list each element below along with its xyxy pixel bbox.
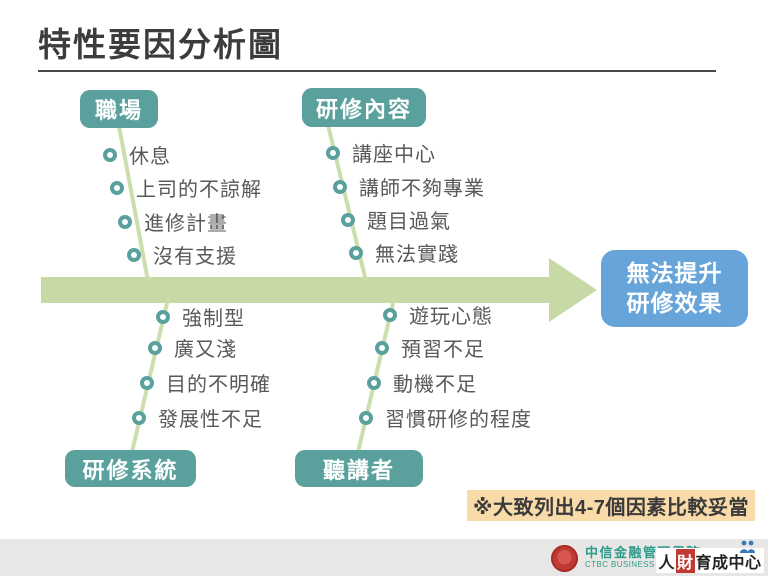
cause-item: 強制型 <box>182 307 245 330</box>
cause-item: 習慣研修的程度 <box>385 408 532 431</box>
category-box-audience: 聽講者 <box>295 450 423 487</box>
cause-item: 講師不夠專業 <box>359 177 485 200</box>
cause-marker-icon <box>326 146 340 160</box>
cause-item: 沒有支援 <box>153 245 237 268</box>
effect-box: 無法提升 研修效果 <box>601 250 748 327</box>
cause-item: 遊玩心態 <box>409 305 493 328</box>
cause-item: 題目過氣 <box>367 210 451 233</box>
note-box: ※大致列出4-7個因素比較妥當 <box>467 490 755 521</box>
cause-marker-icon <box>132 411 146 425</box>
cause-marker-icon <box>110 181 124 195</box>
cause-marker-icon <box>359 411 373 425</box>
cause-item: 休息 <box>129 145 171 168</box>
center-name-part1: 人 <box>658 554 675 572</box>
effect-line2: 研修效果 <box>626 289 723 316</box>
title-underline <box>38 70 716 72</box>
cause-marker-icon <box>156 310 170 324</box>
branch-line-system <box>130 298 170 453</box>
ctbc-logo-icon <box>551 545 578 572</box>
people-icon <box>740 540 755 553</box>
branch-line-workplace <box>117 125 150 282</box>
cause-marker-icon <box>349 246 363 260</box>
cause-marker-icon <box>383 308 397 322</box>
cause-item: 廣又淺 <box>174 338 237 361</box>
effect-line1: 無法提升 <box>626 259 723 286</box>
branch-line-audience <box>356 298 396 453</box>
center-name-part3: 育成中心 <box>695 554 762 572</box>
footer-bar <box>0 539 768 576</box>
school-name-en: CTBC BUSINESS SCHOOL <box>585 560 694 569</box>
cause-marker-icon <box>127 248 141 262</box>
cause-marker-icon <box>375 341 389 355</box>
cause-marker-icon <box>333 180 347 194</box>
cause-item: 上司的不諒解 <box>136 178 262 201</box>
cause-marker-icon <box>341 213 355 227</box>
spine-arrow-icon <box>41 258 597 322</box>
center-name: 人財育成中心 <box>656 548 764 573</box>
cause-item: 動機不足 <box>393 373 477 396</box>
cause-marker-icon <box>148 341 162 355</box>
cause-item: 發展性不足 <box>158 408 263 431</box>
category-box-workplace: 職場 <box>80 90 158 128</box>
cause-marker-icon <box>103 148 117 162</box>
category-box-system: 研修系統 <box>65 450 196 487</box>
cause-marker-icon <box>140 376 154 390</box>
category-box-content: 研修內容 <box>302 88 426 127</box>
center-name-part2: 財 <box>675 548 695 573</box>
cause-item: 預習不足 <box>401 338 485 361</box>
cause-marker-icon <box>367 376 381 390</box>
page-title: 特性要因分析圖 <box>38 26 283 63</box>
cause-item: 講座中心 <box>352 143 436 166</box>
cause-marker-icon <box>118 215 132 229</box>
cause-item: 進修計畫 <box>144 212 228 235</box>
cause-item: 無法實踐 <box>375 243 459 266</box>
cause-item: 目的不明確 <box>166 373 271 396</box>
